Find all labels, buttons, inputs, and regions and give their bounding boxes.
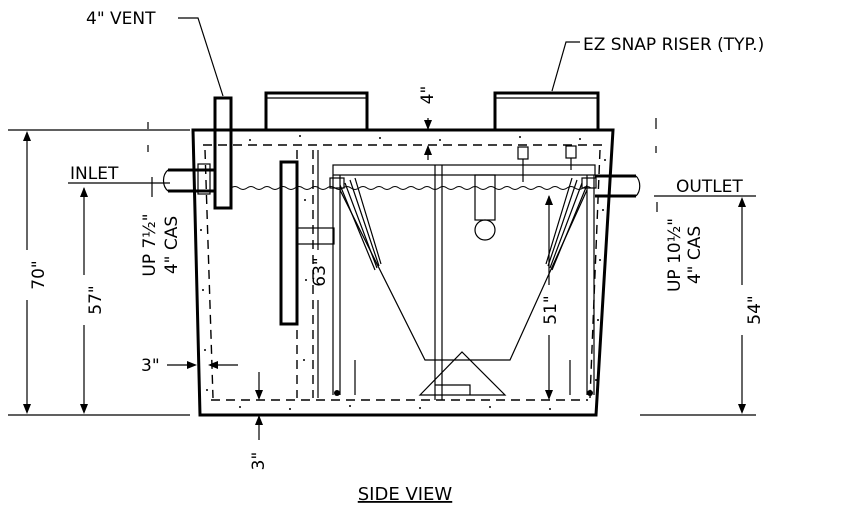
- outlet-cas-line2: 4" CAS: [685, 226, 705, 284]
- dim-3-floor: [255, 372, 263, 440]
- outlet-cas-line1: UP 10½": [665, 218, 685, 292]
- inlet-pipe: [162, 163, 215, 195]
- vent-pipe: [213, 96, 233, 210]
- leaders: [68, 17, 756, 197]
- inlet-label: INLET: [70, 164, 119, 184]
- filter-assembly: [329, 145, 597, 400]
- view-title: SIDE VIEW: [358, 484, 453, 505]
- dim-70: [8, 129, 190, 416]
- dim-54: [640, 197, 756, 416]
- vent-label: 4" VENT: [86, 9, 156, 29]
- dim-70-label: 70": [29, 260, 49, 289]
- dim-3-floor-label: 3": [249, 452, 269, 471]
- inlet-cas-line2: 4" CAS: [162, 216, 182, 274]
- riser-label: EZ SNAP RISER (TYP.): [583, 35, 764, 55]
- dim-3-wall-label: 3": [141, 356, 160, 376]
- dim-3-wall: [167, 361, 238, 369]
- dim-4-label: 4": [418, 86, 438, 105]
- water-surface: [230, 186, 592, 190]
- dim-63-label: 63": [310, 257, 330, 286]
- outlet-label: OUTLET: [676, 177, 743, 197]
- dim-51: [545, 195, 553, 400]
- riser-left: [264, 91, 369, 130]
- riser-right: [493, 91, 600, 130]
- dim-57: [80, 187, 88, 414]
- dim-51-label: 51": [541, 295, 561, 324]
- dim-54-label: 54": [745, 295, 765, 324]
- inlet-baffle: [279, 160, 335, 326]
- outlet-pipe: [595, 174, 641, 198]
- inlet-cas-line1: UP 7½": [140, 213, 160, 276]
- dim-4-lid: [147, 118, 657, 160]
- concrete-stipple: [198, 135, 606, 410]
- dim-57-label: 57": [86, 285, 106, 314]
